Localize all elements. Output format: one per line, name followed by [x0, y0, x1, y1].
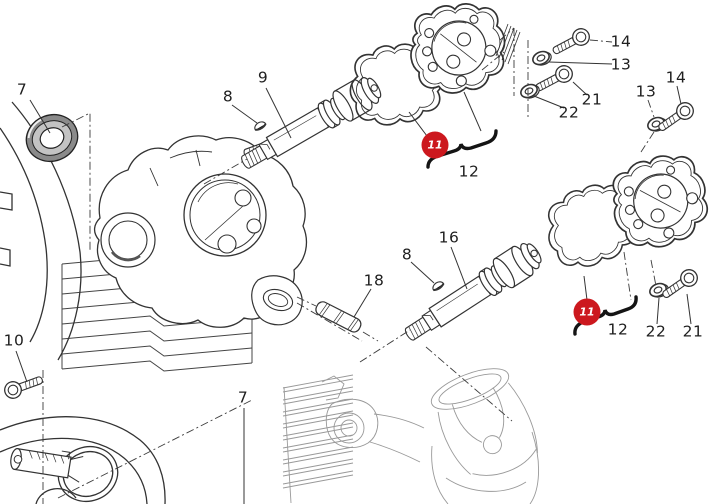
part-label-8: 8: [222, 87, 234, 106]
part-11-badge[interactable]: 11: [573, 298, 601, 326]
part-label-7b: 7: [237, 388, 249, 407]
bolt-10: [1, 370, 46, 402]
bolt-14a: [549, 25, 593, 60]
part-label-16: 16: [438, 228, 460, 247]
part-label-12: 12: [458, 162, 480, 181]
part-label-14b: 14: [665, 68, 687, 87]
part-11-badge[interactable]: 11: [421, 131, 449, 159]
group-brace-12b: [573, 295, 638, 336]
part-label-22: 22: [558, 103, 580, 122]
washer-13a: [529, 47, 555, 70]
axis-lines: [42, 27, 657, 504]
cam-cover-b: [601, 145, 715, 258]
part-label-7: 7: [16, 80, 28, 99]
stud-18: [315, 301, 362, 333]
part-label-12b: 12: [607, 320, 629, 339]
pulley-ring: [0, 416, 166, 504]
vertical-head-faint: [282, 368, 540, 504]
part-label-13b: 13: [635, 82, 657, 101]
pulley-hub: [10, 447, 84, 483]
part-label-21b: 21: [682, 322, 704, 341]
seal-7: [25, 113, 79, 163]
part-label-18: 18: [363, 271, 385, 290]
cylinder-head: [93, 135, 308, 328]
part-label-8b: 8: [401, 245, 413, 264]
part-label-22b: 22: [645, 322, 667, 341]
part-label-21: 21: [581, 90, 603, 109]
cam-cover-a: [405, 0, 511, 98]
part-label-10: 10: [3, 331, 25, 350]
part-label-14: 14: [610, 32, 632, 51]
part-label-13: 13: [610, 55, 632, 74]
part-label-9: 9: [257, 68, 269, 87]
camshaft-16: [397, 236, 548, 351]
frame-hatching: [495, 23, 521, 65]
leader-lines: [15, 61, 692, 504]
